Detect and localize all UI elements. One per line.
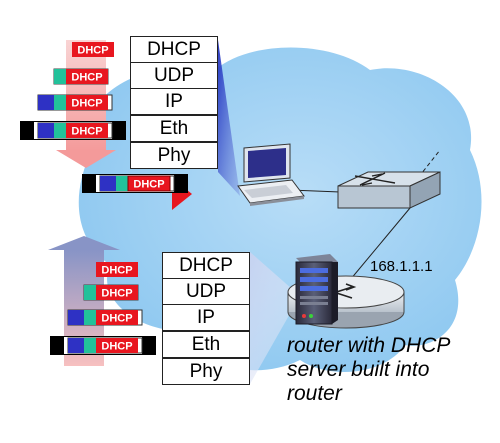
server-stack-layer-phy: Phy [162, 358, 250, 385]
client-stack-layer-dhcp: DHCP [130, 36, 218, 63]
client-packet-2-dhcp-label: DHCP [71, 72, 102, 84]
server-stack-layer-ip: IP [162, 304, 250, 331]
client-stack-layer-eth: Eth [130, 115, 218, 142]
switch-icon [337, 171, 441, 209]
server-packet-3-udp-header [84, 310, 96, 325]
client-packet-transmit-ip-header [100, 176, 116, 191]
server-packet-3-dhcp-label: DHCP [101, 313, 132, 325]
server-packet-1-dhcp-payload [96, 262, 138, 277]
server-stack-beam [250, 252, 300, 384]
router-caption: router with DHCP server built into route… [287, 334, 497, 406]
client-packet-2-dhcp-payload [66, 69, 108, 84]
client-packet-transmit-udp-header [116, 176, 128, 191]
client-packet-3-ip-header [38, 95, 54, 110]
server-packet-1-dhcp-label: DHCP [101, 265, 132, 277]
server-packet-2-dhcp-label: DHCP [101, 288, 132, 300]
server-packet-3-dhcp-payload [96, 310, 138, 325]
server-stack-layer-dhcp: DHCP [162, 252, 250, 279]
client-stack-beam [218, 40, 240, 196]
server-packet-2-udp-header [84, 285, 96, 300]
client-stack-layer-phy: Phy [130, 142, 218, 169]
server-packet-4-dhcp-label: DHCP [101, 341, 132, 353]
laptop-icon [237, 143, 305, 206]
client-packet-1-dhcp-label: DHCP [77, 45, 108, 57]
router-caption-line-2: server built into [287, 358, 430, 381]
client-packet-1-dhcp-payload [72, 42, 114, 57]
client-packet-transmit-dhcp-label: DHCP [133, 179, 164, 191]
client-packet-2-udp-header [54, 69, 66, 84]
switch-router-link [344, 207, 411, 287]
router-caption-line-1: router with DHCP [287, 334, 451, 357]
server-packet-4-ip-header [68, 338, 84, 353]
server-icon [295, 254, 338, 325]
client-stack-layer-udp: UDP [130, 62, 218, 89]
client-packet-4-udp-header [54, 123, 66, 138]
client-packet-3-dhcp-payload [66, 95, 108, 110]
server-stack-layer-udp: UDP [162, 278, 250, 305]
client-packet-4-ip-header [38, 123, 54, 138]
server-packet-3-ip-header [68, 310, 84, 325]
server-packet-4-udp-header [84, 338, 96, 353]
server-stack-layer-eth: Eth [162, 331, 250, 358]
server-packet-4-dhcp-payload [96, 338, 138, 353]
router-caption-line-3: router [287, 382, 342, 405]
router-ip-address: 168.1.1.1 [370, 258, 433, 275]
client-packet-4-dhcp-label: DHCP [71, 126, 102, 138]
client-packet-3-dhcp-label: DHCP [71, 98, 102, 110]
client-stack-layer-ip: IP [130, 88, 218, 115]
client-packet-transmit-dhcp-payload [127, 175, 171, 192]
client-packet-4-dhcp-payload [66, 123, 108, 138]
client-packet-3-udp-header [54, 95, 66, 110]
server-packet-2-dhcp-payload [96, 285, 138, 300]
packet-group: DHCP DHCP DHCP DHCP DHCP DHCP DHCP DHCP DHCP [20, 42, 188, 355]
